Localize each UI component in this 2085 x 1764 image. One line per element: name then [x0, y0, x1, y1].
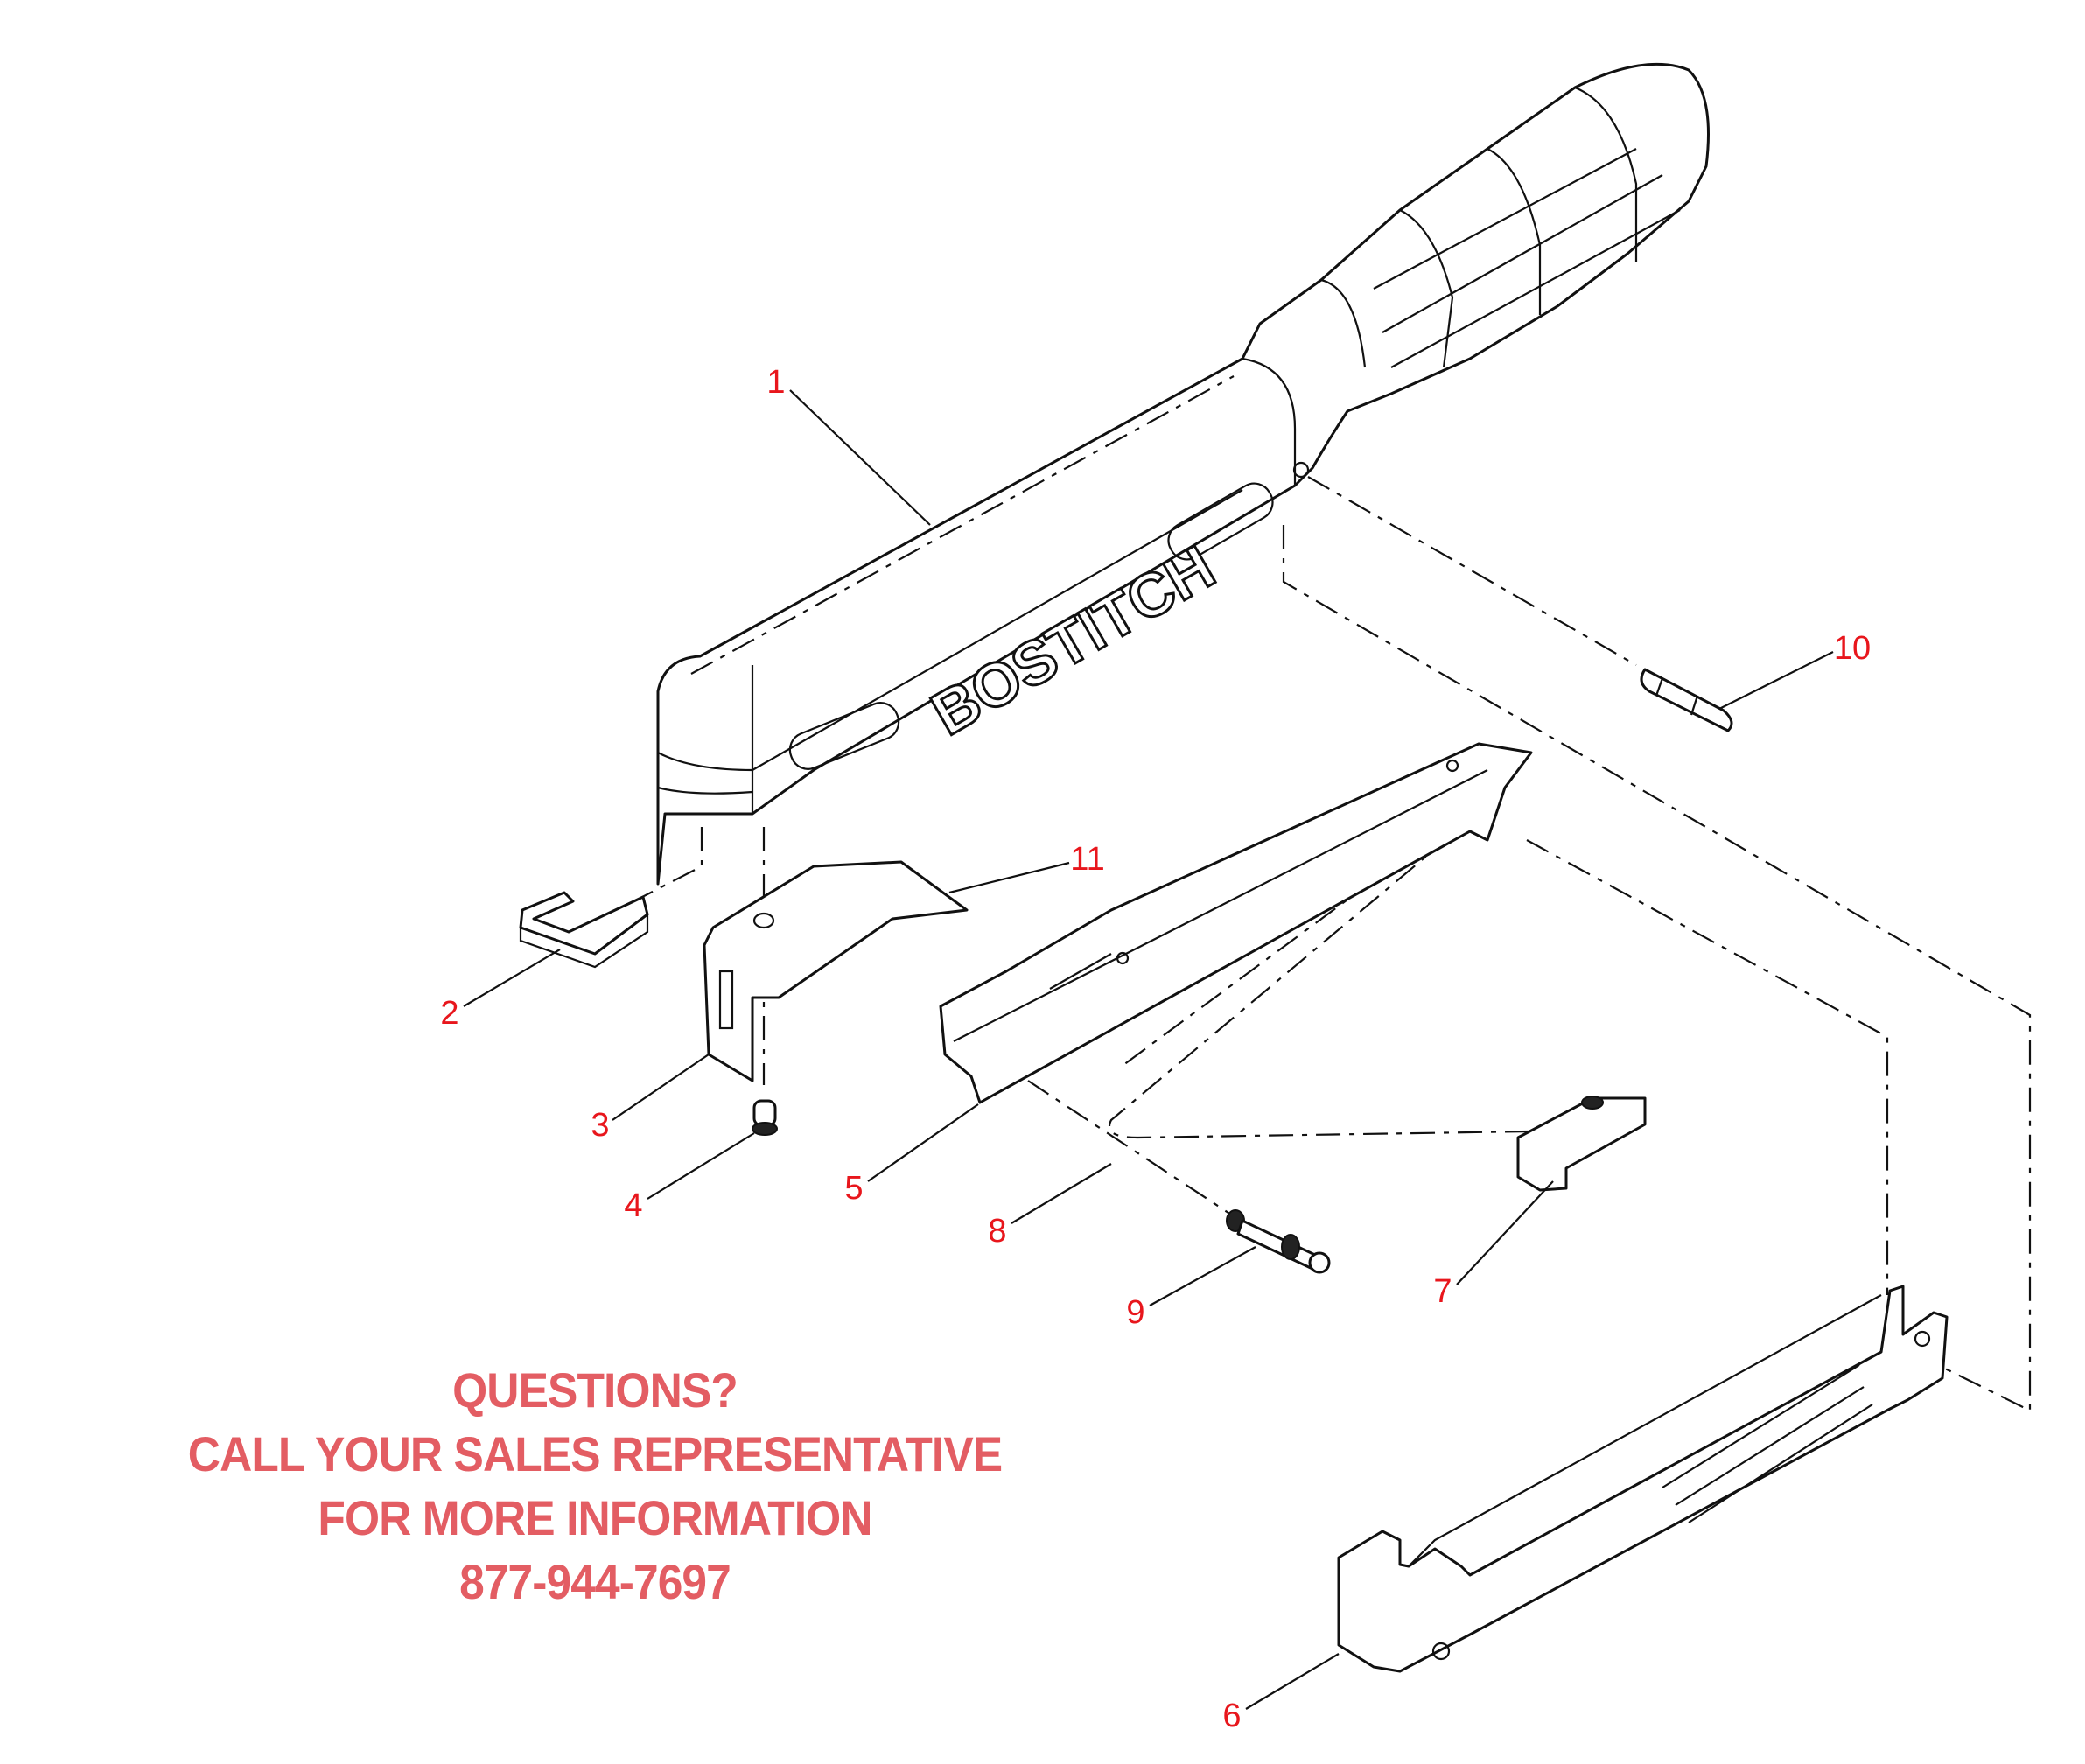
- part-6-magazine: [1337, 1284, 1949, 1673]
- leader-lines: [463, 389, 1834, 1710]
- part-10-pin: [1640, 668, 1733, 732]
- callout-6: 6: [1222, 1698, 1242, 1734]
- part-2-clip: [519, 891, 649, 969]
- questions-heading: QUESTIONS?: [452, 1362, 738, 1418]
- contact-info: QUESTIONS? CALL YOUR SALES REPRESENTATIV…: [87, 1358, 1102, 1614]
- callout-7: 7: [1433, 1273, 1452, 1310]
- callout-2: 2: [440, 995, 459, 1032]
- part-3-bracket: [703, 860, 969, 1082]
- call-rep-text: CALL YOUR SALES REPRESENTATIVE: [187, 1426, 1003, 1481]
- callout-4: 4: [624, 1187, 643, 1224]
- callout-11: 11: [1070, 841, 1105, 878]
- callout-5: 5: [844, 1170, 864, 1207]
- callout-3: 3: [591, 1107, 610, 1144]
- part-9-axle: [1226, 1209, 1331, 1274]
- part-4-screw: [752, 1099, 778, 1136]
- phone-number[interactable]: 877-944-7697: [459, 1554, 731, 1609]
- part-7-cap: [1516, 1096, 1647, 1192]
- callout-10: 10: [1833, 630, 1872, 667]
- more-info-text: FOR MORE INFORMATION: [318, 1490, 872, 1545]
- part-1-handle: BOSTITCH: [656, 62, 1710, 886]
- assembly-lines: [616, 476, 2032, 1412]
- callout-8: 8: [988, 1213, 1007, 1250]
- callout-9: 9: [1126, 1294, 1145, 1331]
- part-5-lever: [939, 742, 1533, 1104]
- callout-1: 1: [766, 364, 786, 401]
